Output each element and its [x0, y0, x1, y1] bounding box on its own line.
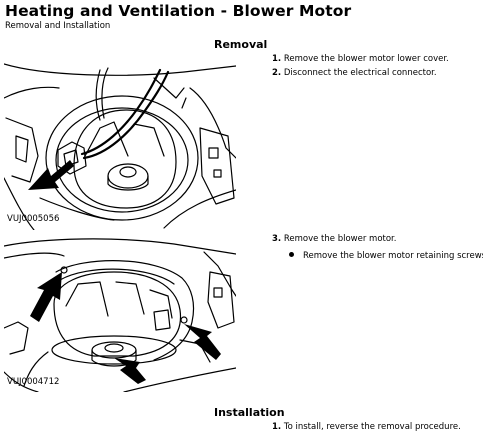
figure-id: VUJ0004712: [7, 377, 59, 387]
step-number: 1.: [272, 422, 282, 432]
step-text: To install, reverse the removal procedur…: [283, 422, 461, 432]
page-title: Heating and Ventilation - Blower Motor: [5, 2, 352, 20]
installation-heading: Installation: [214, 406, 285, 419]
step-number: 1.: [272, 54, 282, 64]
removal-step-2: 2. Disconnect the electrical connector.: [272, 68, 437, 78]
figure-blower-motor-screws: VUJ0004712: [4, 238, 236, 392]
step-number: 2.: [272, 68, 282, 78]
removal-step-3-bullet: Remove the blower motor retaining screws…: [289, 251, 483, 261]
removal-step-3: 3. Remove the blower motor.: [272, 234, 396, 244]
removal-heading: Removal: [214, 38, 268, 51]
step-text: Remove the blower motor.: [283, 234, 397, 244]
bullet-dot-icon: [289, 252, 294, 257]
step-text: Disconnect the electrical connector.: [283, 68, 437, 78]
step-number: 3.: [272, 234, 282, 244]
page-subtitle: Removal and Installation: [5, 21, 111, 31]
step-text: Remove the blower motor lower cover.: [283, 54, 449, 64]
removal-step-1: 1. Remove the blower motor lower cover.: [272, 54, 449, 64]
figure-blower-motor-connector: VUJ0005056: [4, 63, 236, 230]
bullet-text: Remove the blower motor retaining screws…: [303, 251, 483, 261]
installation-step-1: 1. To install, reverse the removal proce…: [272, 422, 461, 432]
figure-id: VUJ0005056: [7, 214, 59, 224]
